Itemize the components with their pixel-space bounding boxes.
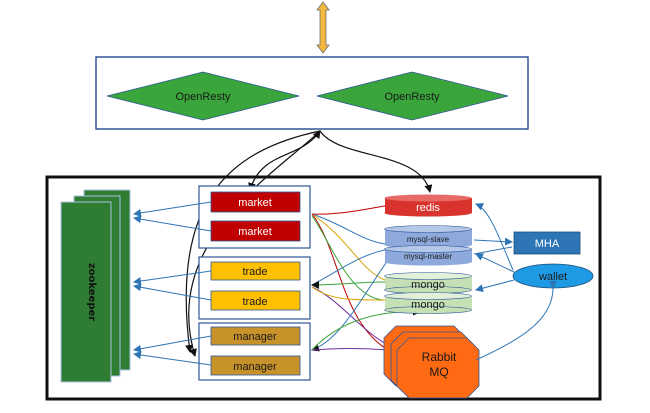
openresty-label-1: OpenResty [175, 91, 231, 103]
store-side-edges [473, 203, 558, 361]
redis-label: redis [416, 202, 440, 214]
service-store-edges [311, 205, 421, 352]
manager-label-2: manager [233, 361, 277, 373]
zookeeper-stack: zookeeper [60, 189, 131, 383]
cluster-frame [45, 175, 602, 401]
mha-label: MHA [535, 238, 560, 250]
openresty-node-2: OpenResty [316, 71, 509, 121]
mysql-slave-store: mysql-slave [384, 225, 472, 249]
manager-service-1: manager [210, 326, 301, 346]
market-service-2: market [210, 220, 301, 242]
market-label-2: market [238, 226, 272, 238]
trade-label-2: trade [242, 296, 267, 308]
openresty-node-1: OpenResty [106, 71, 300, 121]
mongo-label-1: mongo [411, 279, 445, 291]
openresty-label-2: OpenResty [384, 91, 440, 103]
trade-service-2: trade [210, 290, 301, 311]
ingress-arrow [316, 1, 330, 54]
redis-store: redis [384, 194, 472, 217]
trade-label-1: trade [242, 266, 267, 278]
market-service-1: market [210, 191, 301, 213]
mysql-master-store: mysql-master [384, 245, 472, 266]
wallet-node: wallet [512, 263, 594, 289]
mongo-store-2: mongo [384, 292, 472, 314]
mongo-store-1: mongo [384, 272, 472, 294]
rabbitmq-stack: Rabbit MQ [383, 325, 480, 399]
manager-label-1: manager [233, 331, 277, 343]
mysql-master-label: mysql-master [404, 252, 452, 261]
rabbitmq-label-line2: MQ [429, 365, 448, 379]
wallet-label: wallet [538, 271, 567, 283]
mongo-label-2: mongo [411, 299, 445, 311]
mha-node: MHA [513, 231, 581, 255]
manager-service-2: manager [210, 355, 301, 376]
rabbitmq-label-line1: Rabbit [422, 350, 457, 364]
trade-service-1: trade [210, 261, 301, 281]
zookeeper-edges [133, 201, 212, 366]
zookeeper-label: zookeeper [86, 263, 97, 321]
market-label-1: market [238, 197, 272, 209]
mysql-slave-label: mysql-slave [407, 235, 450, 244]
